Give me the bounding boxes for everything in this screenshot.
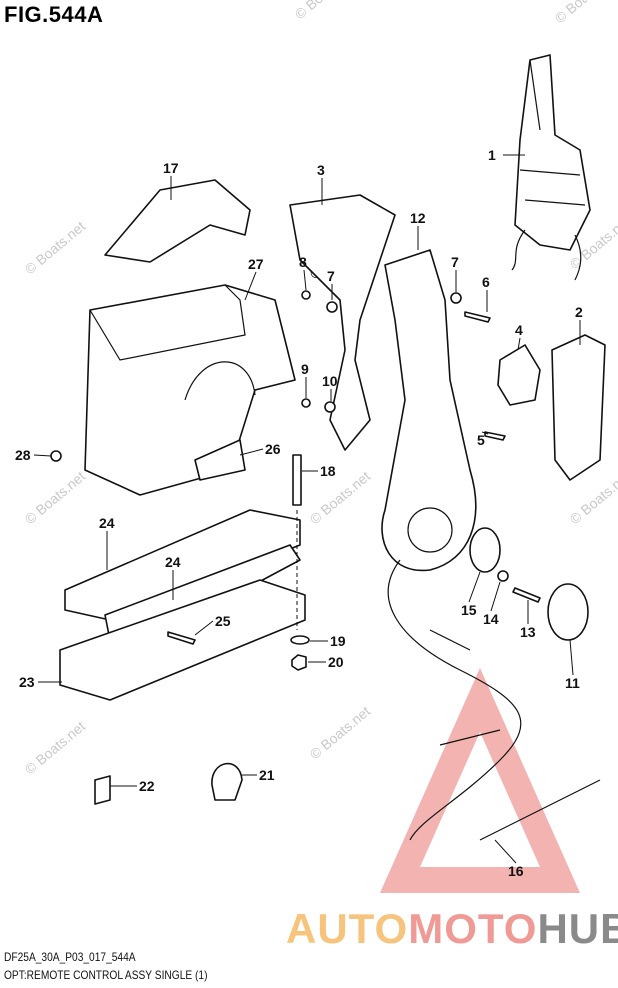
part-4-switch <box>497 344 541 406</box>
callout-7: 7 <box>451 254 459 270</box>
automotohub-logo: AUTOMOTOHUB <box>286 905 618 952</box>
callout-10: 10 <box>322 373 338 389</box>
callout-6: 6 <box>482 274 490 290</box>
figure-caption: OPT:REMOTE CONTROL ASSY SINGLE (1) <box>4 968 208 982</box>
callout-22: 22 <box>139 778 155 794</box>
callout-20: 20 <box>328 654 344 670</box>
callout-16: 16 <box>508 863 524 879</box>
figure-title: FIG.544A <box>4 2 104 27</box>
callout-1: 1 <box>488 147 496 163</box>
part-19-washer <box>290 635 310 645</box>
svg-text:© Boats.net: © Boats.net <box>307 468 374 527</box>
callout-12: 12 <box>410 210 426 226</box>
callout-11: 11 <box>565 675 580 691</box>
callout-18: 18 <box>320 463 336 479</box>
callout-5: 5 <box>477 432 485 448</box>
callout-24: 24 <box>99 515 115 531</box>
callout-28: 28 <box>15 447 31 463</box>
logo-triangle <box>379 667 581 893</box>
part-15-plate <box>469 527 501 573</box>
part-26-plate <box>194 439 246 481</box>
part-16-wire-harness <box>387 559 601 841</box>
part-1-remote-control <box>511 54 591 281</box>
callout-13: 13 <box>520 624 536 640</box>
svg-text:© Boats.net: © Boats.net <box>292 0 359 22</box>
callout-9: 9 <box>301 361 309 377</box>
part-21-clamp <box>211 762 243 801</box>
callout-7: 7 <box>327 268 335 284</box>
svg-text:© Boats.net: © Boats.net <box>22 468 89 527</box>
small-fasteners <box>50 290 541 645</box>
part-17-cover-top <box>104 179 251 263</box>
callout-24: 24 <box>165 554 181 570</box>
callout-19: 19 <box>330 633 346 649</box>
callout-27: 27 <box>248 256 264 272</box>
callout-25: 25 <box>215 613 231 629</box>
callout-labels: 1 2 3 4 5 6 7 7 8 9 10 11 12 13 14 15 16… <box>15 147 583 879</box>
callout-23: 23 <box>19 674 35 690</box>
callout-21: 21 <box>259 767 275 783</box>
part-18-screw <box>292 454 302 506</box>
svg-text:© Boats.net: © Boats.net <box>22 218 89 277</box>
callout-8: 8 <box>299 254 307 270</box>
callout-17: 17 <box>163 160 179 176</box>
callout-26: 26 <box>265 441 281 457</box>
callout-4: 4 <box>515 322 523 338</box>
leader-lines <box>33 154 581 864</box>
part-3-lever-arm <box>289 194 396 451</box>
figure-code: DF25A_30A_P03_017_544A <box>4 950 136 964</box>
callout-14: 14 <box>483 611 499 627</box>
part-22-clip <box>94 775 111 805</box>
callout-15: 15 <box>461 602 477 618</box>
part-11-cap <box>547 583 589 641</box>
callout-3: 3 <box>317 162 325 178</box>
callout-2: 2 <box>575 304 583 320</box>
part-20-nut <box>291 654 307 671</box>
part-2-grip <box>551 334 606 481</box>
svg-text:© Boats.net: © Boats.net <box>22 718 89 777</box>
svg-text:© Boats.net: © Boats.net <box>307 703 374 762</box>
part-24-bracket-a <box>64 509 301 621</box>
part-12-control-lever <box>381 249 477 572</box>
part-27-housing <box>84 284 296 496</box>
svg-text:© Boats.net: © Boats.net <box>552 0 618 26</box>
